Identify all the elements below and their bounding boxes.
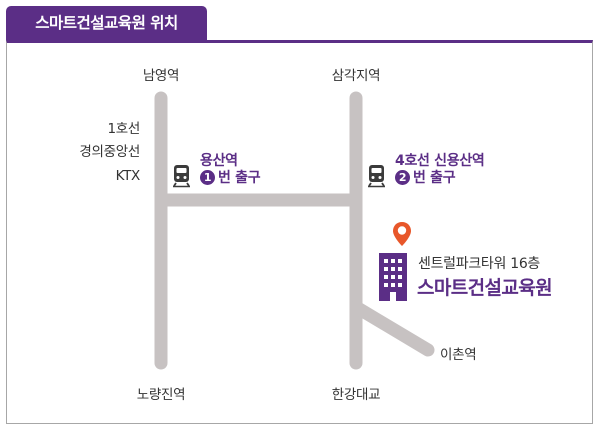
- destination-name: 스마트건설교육원: [417, 277, 553, 299]
- station-label-hangang-bridge: 한강대교: [331, 387, 381, 403]
- station-label-samgakji: 삼각지역: [331, 68, 381, 84]
- station-label-namyeong: 남영역: [142, 68, 180, 84]
- exit-station-sinyongsan: 4호선 신용산역: [395, 153, 485, 169]
- road-diagonal-ichon: [349, 300, 435, 357]
- line-info-1: 1호선: [107, 121, 140, 137]
- exit-number-badge: 2: [395, 170, 410, 185]
- map-frame: [6, 40, 593, 424]
- exit-text: 번 출구: [218, 170, 261, 186]
- building-icon: [379, 253, 407, 301]
- station-label-noryangjin: 노량진역: [136, 387, 186, 403]
- train-icon: [173, 165, 190, 188]
- location-pin-icon: [393, 222, 411, 246]
- station-label-ichon: 이촌역: [440, 347, 477, 363]
- map-title: 스마트건설교육원 위치: [35, 14, 178, 32]
- train-icon: [368, 165, 385, 188]
- exit-text: 번 출구: [413, 170, 456, 186]
- map-title-tab: 스마트건설교육원 위치: [6, 6, 207, 40]
- destination-building: 센트럴파크타워 16층: [418, 256, 541, 272]
- line-info-gyeongui: 경의중앙선: [79, 144, 140, 160]
- exit-station-yongsan: 용산역: [200, 153, 238, 169]
- line-info-ktx: KTX: [115, 168, 141, 184]
- exit-number-badge: 1: [200, 170, 215, 185]
